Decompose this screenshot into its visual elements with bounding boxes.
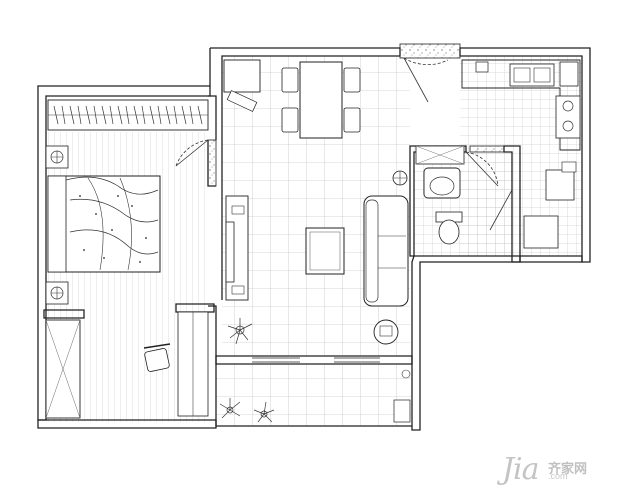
wall-cabinet (475, 61, 489, 73)
watermark-text: 齐家网 (548, 461, 588, 476)
floor-lamp (392, 170, 408, 186)
door-swings (175, 57, 513, 231)
kitchen-counter (461, 59, 581, 151)
balcony-plants (219, 398, 275, 423)
nightstand-bottom (45, 281, 69, 305)
toilet (435, 211, 463, 245)
door-thresholds (207, 43, 505, 187)
watermark-domain: .com (548, 471, 568, 481)
shower-tray (415, 145, 465, 165)
balcony-floor (216, 364, 412, 426)
balcony-window (252, 357, 380, 363)
balcony-cabinet (393, 369, 411, 423)
fridge (559, 61, 579, 87)
wardrobe (47, 99, 209, 131)
kitchen-cabinet-bottom (523, 215, 559, 249)
bedroom-wardrobe-right (177, 311, 209, 417)
washing-machine (545, 161, 577, 201)
watermark-mark: Jia (502, 452, 540, 487)
desk-chair (143, 343, 171, 372)
bedroom-cabinet (45, 319, 81, 419)
potted-plant (227, 318, 253, 345)
gas-stove (555, 95, 581, 139)
kitchen-sink (509, 63, 555, 87)
watermark-logo: Jia 齐家网 .com (502, 452, 602, 487)
side-table-phone (373, 319, 399, 345)
wash-basin (423, 167, 461, 199)
coffee-table (305, 227, 345, 275)
sofa (363, 195, 409, 307)
sideboard (223, 59, 261, 112)
tv-cabinet (225, 195, 249, 301)
double-bed (47, 175, 161, 273)
dining-table (281, 61, 361, 139)
nightstand-top (45, 145, 69, 169)
